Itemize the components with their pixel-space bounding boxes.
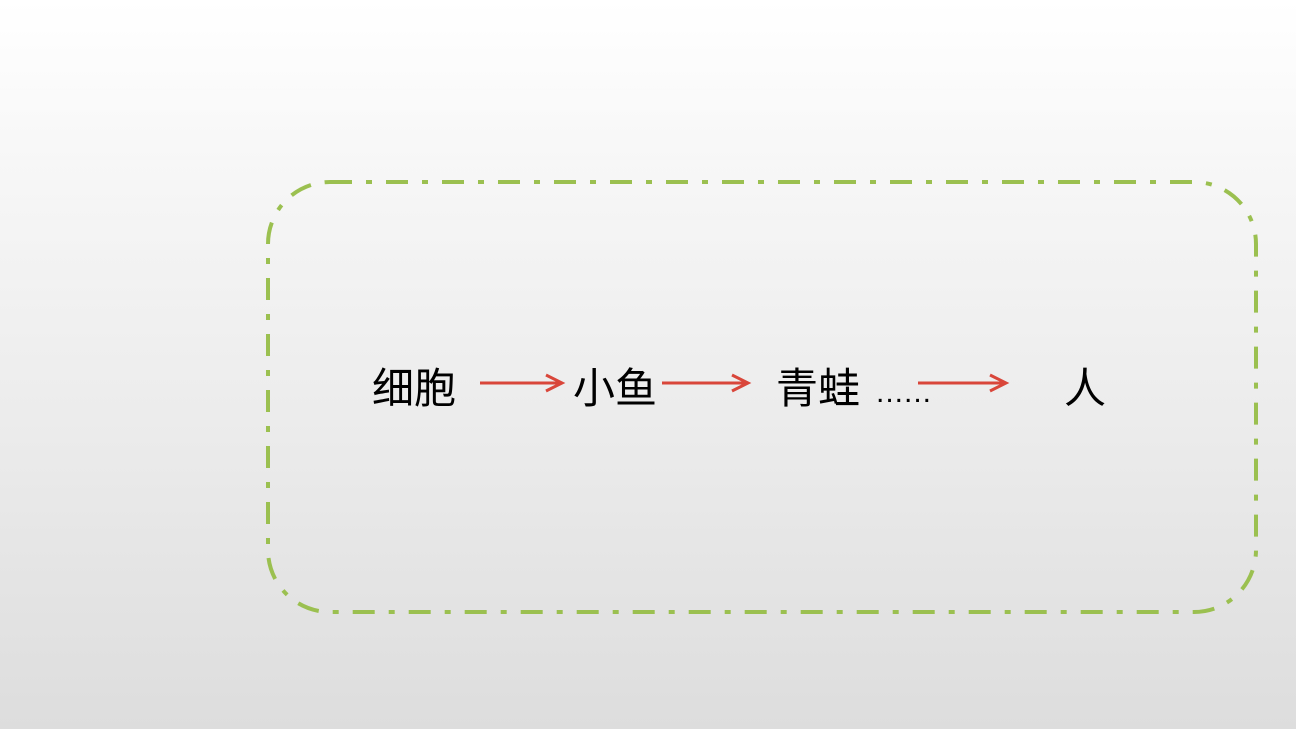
- word-cell: 细胞: [372, 364, 457, 413]
- arrow-right-icon: [480, 373, 566, 393]
- arrow-right-icon: [662, 373, 752, 393]
- word-small-fish: 小鱼: [573, 364, 658, 413]
- arrow-right-icon: [918, 373, 1010, 393]
- word-human: 人: [1064, 364, 1107, 413]
- word-frog: 青蛙: [776, 364, 861, 413]
